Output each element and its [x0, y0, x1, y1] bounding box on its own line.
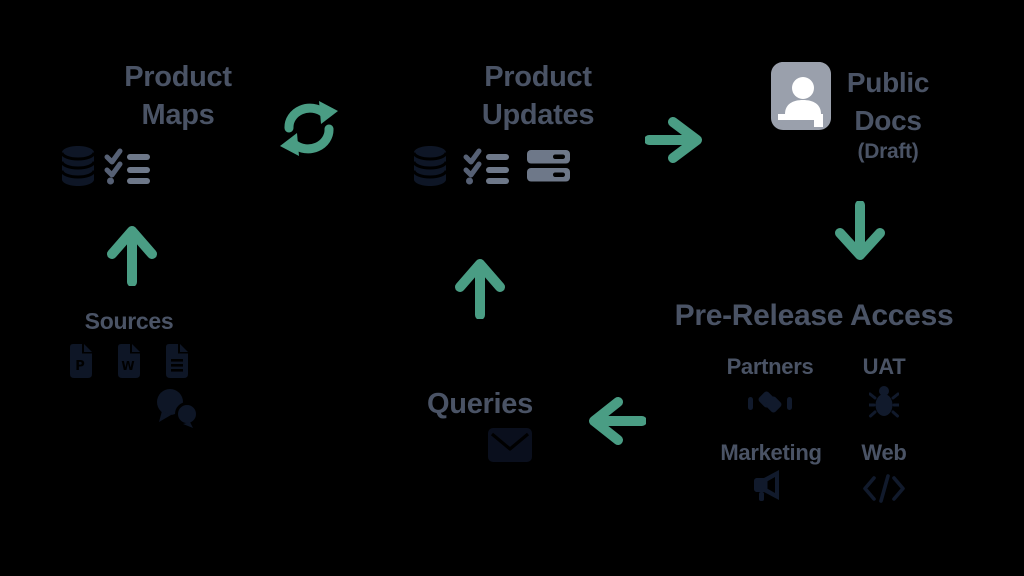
pre-release-access-title: Pre-Release Access [674, 299, 954, 332]
product-updates-title-line2: Updates [481, 99, 595, 131]
public-docs-title: Public Docs (Draft) [808, 64, 968, 164]
database-icon [411, 145, 449, 187]
channel-label-uat: UAT [862, 354, 906, 379]
queries-title: Queries [427, 388, 533, 420]
channel-label-marketing: Marketing [720, 440, 822, 465]
arrow-down-icon [835, 201, 885, 263]
product-maps-title-line2: Maps [141, 99, 215, 131]
megaphone-icon [754, 470, 788, 503]
sources-title: Sources [84, 308, 174, 334]
contact-book-icon [768, 62, 834, 130]
product-maps-title: Product Maps [58, 58, 298, 134]
sync-icon [278, 99, 340, 158]
product-maps-title-line1: Product [124, 61, 232, 93]
public-docs-title-line1: Public [846, 67, 930, 98]
file-letter: P [75, 359, 85, 374]
checklist-icon [463, 148, 509, 186]
arrow-left-icon [584, 396, 646, 446]
server-icon [527, 150, 570, 182]
checklist-icon [104, 148, 150, 186]
database-icon [59, 145, 97, 187]
code-icon [862, 473, 906, 504]
product-updates-title: Product Updates [418, 58, 658, 134]
powerpoint-file-icon: P [67, 344, 94, 378]
arrow-up-sources-icon [106, 222, 158, 286]
word-file-icon: W [115, 344, 142, 378]
arrow-up-queries-icon [454, 255, 506, 319]
public-docs-title-line2: Docs [854, 105, 922, 136]
handshake-icon [748, 388, 792, 418]
arrow-right-icon [645, 116, 707, 164]
envelope-icon [488, 428, 532, 462]
channel-label-web: Web [861, 440, 907, 465]
public-docs-subtitle: (Draft) [857, 140, 919, 163]
product-updates-title-line1: Product [484, 61, 592, 93]
file-letter: W [121, 359, 134, 373]
document-file-icon [163, 344, 190, 378]
bug-icon [869, 384, 899, 418]
channel-label-partners: Partners [726, 354, 814, 379]
chat-bubbles-icon [154, 388, 199, 428]
